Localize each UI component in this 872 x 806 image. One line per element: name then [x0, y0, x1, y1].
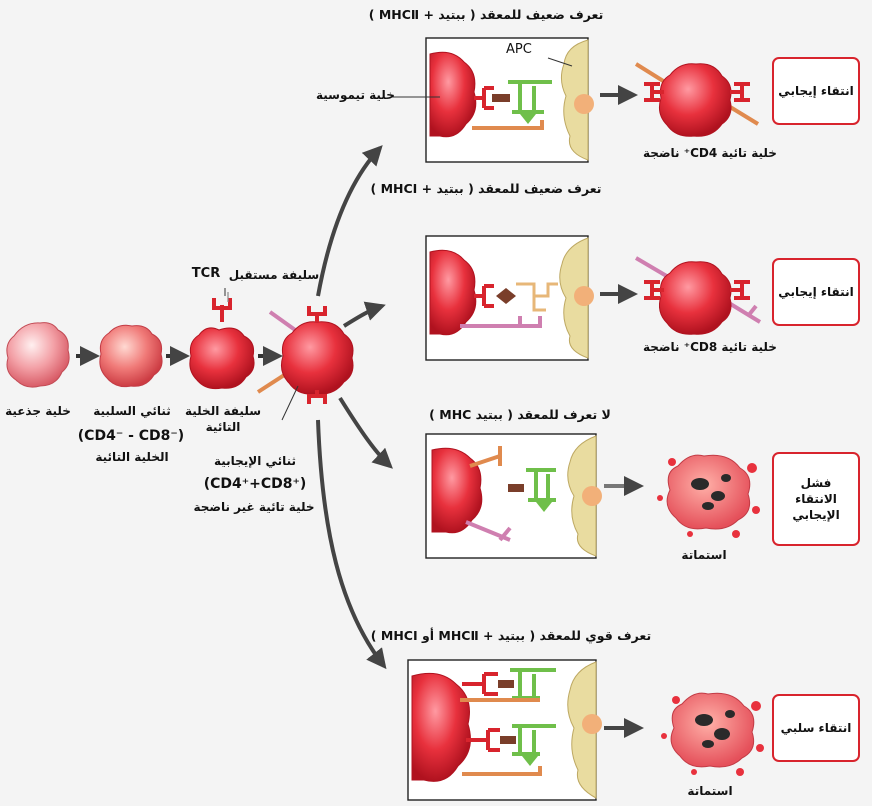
- panel-weak-mhc2: [392, 37, 594, 163]
- outcome-positive-selection-2-text: انتقاء إيجابي: [778, 284, 854, 299]
- panel3-header: لا تعرف للمعقد ( ببتيد MHC ): [429, 407, 611, 422]
- panel-weak-mhc1: [425, 235, 594, 361]
- outcome-positive-selection-2: انتقاء إيجابي: [772, 258, 860, 326]
- outcome-negative-selection-text: انتقاء سلبي: [780, 720, 852, 735]
- panel4-header: تعرف قوي للمعقد ( ببتيد + MHCⅡ أو MHCⅠ ): [370, 628, 652, 643]
- precursor-label-line1: سليفة الخلية: [184, 404, 262, 418]
- mature-cd8-cell: [634, 256, 762, 335]
- outcome-failure-line1: فشل: [800, 475, 832, 490]
- outcome-failure-line3: الإيجابي: [792, 508, 840, 523]
- double-negative-cell: [99, 324, 163, 388]
- apoptotic-cell-2: [661, 692, 764, 776]
- thymocyte-label: خلية تيموسية: [316, 88, 395, 102]
- branch-arrows: [316, 145, 393, 670]
- apoptotic-cell-1: [657, 454, 760, 538]
- outcome-positive-selection-failure: فشل الانتقاء الإيجابي: [772, 452, 860, 546]
- double-negative-markers: (CD4⁻ - CD8⁻): [77, 428, 185, 444]
- mature-cd4-label: خلية تائية CD4⁺ ناضجة: [643, 146, 777, 160]
- double-negative-label: ثنائي السلبية: [93, 404, 171, 418]
- tcr-label: TCR: [191, 266, 221, 281]
- outcome-failure-line2: الانتقاء: [795, 491, 837, 506]
- double-positive-pointer: [281, 385, 299, 421]
- double-negative-sublabel: الخلية التائية: [95, 450, 169, 464]
- double-positive-cell: [256, 306, 354, 404]
- immature-cell-label: خلية تائية غير ناضجة: [193, 500, 315, 514]
- apc-label: APC: [506, 42, 532, 57]
- double-positive-markers: (CD4⁺+CD8⁺): [203, 476, 307, 492]
- tcr-precursor-label: سليفة مستقبل: [228, 268, 320, 282]
- apoptosis-label-2: استماتة: [687, 784, 733, 798]
- stem-cell-label: خلية جذعية: [5, 404, 71, 418]
- outcome-positive-selection-1: انتقاء إيجابي: [772, 57, 860, 125]
- panel-strong-recognition: [407, 659, 602, 801]
- outcome-failure-text: فشل الانتقاء الإيجابي: [792, 475, 839, 524]
- apoptosis-label-1: استماتة: [681, 548, 727, 562]
- outcome-positive-selection-1-text: انتقاء إيجابي: [778, 83, 854, 98]
- panel-no-recognition: [425, 433, 602, 559]
- panel1-header: تعرف ضعيف للمعقد ( ببتيد + MHCⅡ ): [368, 7, 604, 22]
- panel2-header: تعرف ضعيف للمعقد ( ببتيد + MHCⅠ ): [370, 181, 602, 196]
- outcome-negative-selection: انتقاء سلبي: [772, 694, 860, 762]
- precursor-label-line2: التائية: [205, 420, 241, 434]
- precursor-cell: [189, 292, 255, 390]
- stem-cell: [6, 322, 70, 388]
- double-positive-label: ثنائي الإيجابية: [213, 454, 297, 468]
- mature-cd8-label: خلية تائية CD8⁺ ناضجة: [643, 340, 777, 354]
- mature-cd4-cell: [634, 62, 760, 137]
